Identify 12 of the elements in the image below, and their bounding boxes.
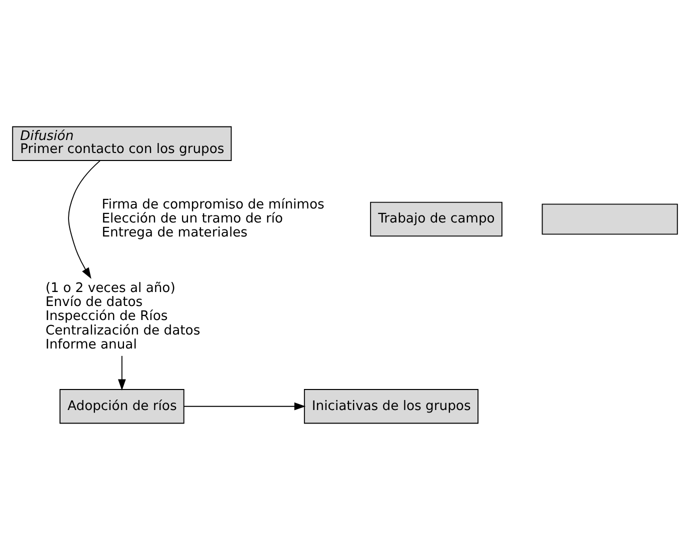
node-box: Adopción de ríos	[60, 389, 184, 424]
node-box	[542, 204, 678, 235]
arrow	[184, 402, 306, 410]
node-text: (1 o 2 veces al año) Envío de datos Inspección de Ríos Centralización de datos Informe anual	[45, 281, 200, 352]
node-box: Iniciativas de los grupos	[304, 389, 478, 424]
arrow	[68, 160, 101, 279]
arrow	[118, 355, 126, 390]
label: Entrega de materiales	[102, 226, 248, 241]
node-box: Difusión Primer contacto con los grupos	[12, 126, 232, 161]
label: Firma de compromiso de mínimos	[102, 198, 324, 213]
label: Elección de un tramo de río	[102, 212, 283, 227]
node-box: Trabajo de campo	[370, 202, 502, 237]
